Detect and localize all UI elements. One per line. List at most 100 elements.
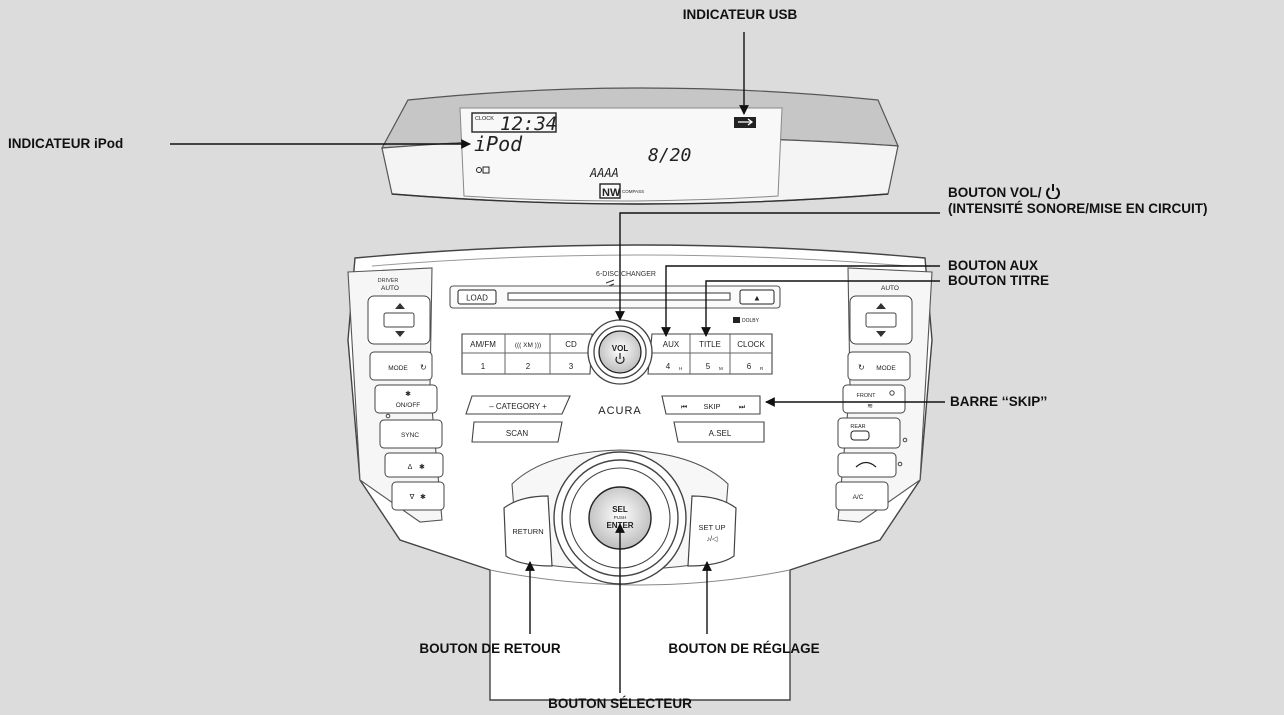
preset-6-sub: R	[760, 366, 764, 371]
load-button[interactable]: LOAD	[457, 289, 497, 305]
clock-button-label: CLOCK	[737, 340, 765, 349]
vol-leader	[615, 212, 940, 321]
recirculation-button[interactable]	[837, 452, 897, 478]
preset-5-sub: M	[719, 366, 723, 371]
scan-label: SCAN	[506, 429, 528, 438]
vol-label: VOL	[612, 344, 629, 353]
fan-down-button[interactable]: ∇ ✱	[391, 481, 445, 511]
cd-button[interactable]: CD 3	[565, 340, 577, 371]
onoff-button[interactable]: ✱ ON/OFF	[374, 384, 438, 414]
clock-time: 12:34	[500, 113, 557, 135]
compass-heading: NW	[602, 187, 621, 199]
rear-label: REAR	[850, 424, 865, 430]
right-temp-down-icon	[876, 331, 886, 337]
eject-icon: ▲	[753, 294, 761, 303]
return-label: RETURN	[512, 527, 543, 536]
left-mode-button[interactable]: MODE ↻	[369, 351, 433, 381]
asel-button[interactable]: A.SEL	[673, 421, 765, 443]
compass-label: COMPASS	[622, 189, 644, 194]
eject-button[interactable]: ▲	[739, 289, 775, 305]
right-mode-button[interactable]: ↻ MODE	[847, 351, 911, 381]
fan-down-icon: ✱	[420, 493, 426, 501]
aux-label: AUX	[663, 340, 680, 349]
right-climate-panel: AUTO ↻ MODE FRONT ≋ REAR A/C	[835, 267, 933, 523]
fan-up-button[interactable]: Δ ✱	[384, 452, 444, 478]
preset-1-label: AM/FM	[470, 340, 496, 349]
sel-label: SEL	[612, 505, 628, 514]
preset-4-sub: H	[679, 366, 682, 371]
preset-6-number: 6	[747, 362, 752, 371]
scan-button[interactable]: SCAN	[471, 421, 563, 443]
setup-button[interactable]: SET UP ♪/◁	[687, 495, 737, 567]
vol-button-callout: BOUTON VOL/ (INTENSITÉ SONORE/MISE EN CI…	[948, 183, 1208, 217]
clock-frame	[471, 112, 557, 133]
right-mode-label: MODE	[876, 365, 896, 372]
driver-label: DRIVER	[378, 278, 399, 284]
right-airflow-icon: ↻	[858, 363, 865, 372]
compass-frame	[599, 183, 621, 199]
left-mode-label: MODE	[388, 365, 408, 372]
temp-down-icon	[395, 331, 405, 337]
left-climate-panel: DRIVER AUTO MODE ↻ ✱ ON/OFF SYNC Δ ✱ ∇	[347, 267, 445, 523]
skip-next-icon: ⏭	[739, 404, 746, 411]
push-label: PUSH	[614, 515, 627, 520]
vol-knob[interactable]: VOL	[587, 319, 653, 385]
skip-prev-icon: ⏮	[681, 404, 687, 411]
rear-defrost-button[interactable]: REAR	[837, 417, 901, 449]
ac-button[interactable]: A/C	[835, 481, 889, 511]
preset-button-2[interactable]: ((( XM ))) 2	[515, 342, 541, 371]
sync-button[interactable]: SYNC	[379, 419, 443, 449]
sync-indicator-icon	[385, 413, 391, 419]
power-icon	[615, 353, 625, 364]
onoff-label: ON/OFF	[396, 402, 421, 409]
title-label: TITLE	[699, 340, 721, 349]
temp-up-icon	[395, 303, 405, 309]
aux-button[interactable]: AUX 4 H	[663, 340, 682, 371]
preset-3-label: CD	[565, 340, 577, 349]
front-defrost-icon: ≋	[867, 403, 873, 410]
dolby-label: DOLBY	[742, 318, 760, 324]
return-button[interactable]: RETURN	[503, 495, 553, 567]
front-indicator-icon	[889, 390, 895, 396]
display-unit: CLOCK 12:34 iPod 8/20 AAAA NW COMPASS	[380, 87, 899, 205]
preset-2-label: ((( XM )))	[515, 342, 541, 349]
setup-label: SET UP	[699, 523, 726, 532]
category-bar[interactable]: – CATEGORY +	[465, 395, 571, 415]
preset-2-number: 2	[526, 362, 531, 371]
leader-lines	[170, 32, 945, 693]
fan-down-label: ∇	[409, 493, 415, 501]
selector-knob[interactable]: SEL PUSH ENTER	[553, 451, 687, 585]
skip-label: SKIP	[703, 402, 720, 411]
preset-4-number: 4	[666, 362, 671, 371]
asel-label: A.SEL	[709, 429, 732, 438]
power-symbol-icon	[1046, 184, 1061, 200]
left-fan-icon: ✱	[405, 390, 411, 398]
aux-button-callout: BOUTON AUX	[948, 258, 1039, 273]
selector-button-callout: BOUTON SÉLECTEUR	[548, 696, 692, 711]
ac-label: A/C	[853, 494, 864, 501]
clock-label: CLOCK	[475, 116, 494, 122]
dolby-icon	[733, 317, 740, 323]
disc-changer: 6-DISC CHANGER LOAD ▲ DOLBY	[449, 271, 781, 324]
preset-button-1[interactable]: AM/FM 1	[470, 340, 496, 371]
front-label: FRONT	[857, 393, 877, 399]
disc-changer-label: 6-DISC CHANGER	[596, 271, 656, 278]
category-label: – CATEGORY +	[489, 402, 547, 411]
return-button-callout: BOUTON DE RETOUR	[419, 641, 561, 656]
fan-up-label: Δ	[408, 464, 413, 471]
left-auto-label: AUTO	[381, 285, 399, 292]
ipod-indicator-callout: INDICATEUR iPod	[8, 136, 124, 151]
setup-sub-icon: ♪/◁	[707, 536, 718, 543]
front-defrost-button[interactable]: FRONT ≋	[842, 384, 906, 414]
brand-logo: ACURA	[598, 405, 642, 417]
track-readout: 8/20	[648, 145, 691, 166]
clock-button[interactable]: CLOCK 6 R	[737, 340, 765, 371]
disc-slot	[507, 292, 731, 301]
usb-icon	[734, 117, 756, 128]
skip-bar[interactable]: ⏮ SKIP ⏭	[661, 395, 761, 415]
disc-icon	[476, 166, 490, 174]
vol-button-callout-line1: BOUTON VOL/	[948, 185, 1042, 200]
title-button[interactable]: TITLE 5 M	[699, 340, 723, 371]
airflow-icon: ↻	[420, 363, 427, 372]
text-segment: AAAA	[589, 166, 619, 180]
